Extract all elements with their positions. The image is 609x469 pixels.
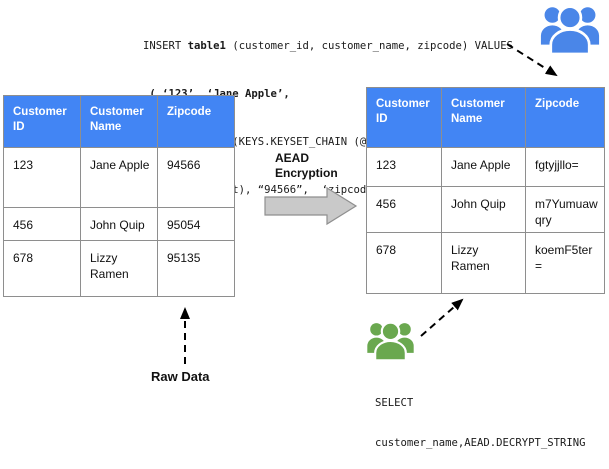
table-row: 456 John Quip m7Yumuawqry — [366, 185, 605, 234]
users-group-blue-icon — [540, 5, 600, 56]
table-cell: Jane Apple — [441, 147, 526, 187]
column-header-zipcode: Zipcode — [157, 95, 235, 148]
code-line: customer_name,AEAD.DECRYPT_STRING — [375, 437, 586, 450]
raw-data-table: Customer ID Customer Name Zipcode 123 Ja… — [3, 95, 235, 297]
column-header-customer-id: Customer ID — [3, 95, 81, 148]
raw-data-label: Raw Data — [151, 369, 210, 384]
table-cell: 94566 — [157, 147, 235, 208]
select-sql-code: SELECT customer_name,AEAD.DECRYPT_STRING… — [375, 371, 585, 469]
code-text: (customer_id, customer_name, zipcode) VA… — [225, 40, 513, 52]
table-cell: Lizzy Ramen — [441, 232, 526, 295]
table-row: 123 Jane Apple 94566 — [3, 147, 235, 208]
table-cell: John Quip — [441, 185, 526, 234]
table-header-row: Customer ID Customer Name Zipcode — [3, 95, 235, 148]
table-row: 678 Lizzy Ramen koemF5ter= — [366, 232, 605, 295]
code-line: SELECT — [375, 397, 414, 410]
table-cell: koemF5ter= — [525, 232, 605, 295]
column-header-customer-name: Customer Name — [80, 95, 158, 148]
code-text: INSERT — [143, 40, 188, 52]
table-cell: John Quip — [80, 207, 158, 241]
code-line: INSERT table1 (customer_id, customer_nam… — [143, 38, 513, 54]
table-cell: 456 — [366, 185, 442, 234]
aead-encryption-label: AEAD Encryption — [275, 151, 338, 180]
table-cell: 95135 — [157, 240, 235, 297]
table-row: 123 Jane Apple fgtyjjllo= — [366, 147, 605, 187]
table-cell: 123 — [3, 147, 81, 208]
table-row: 456 John Quip 95054 — [3, 207, 235, 241]
column-header-zipcode: Zipcode — [525, 87, 605, 148]
column-header-customer-id: Customer ID — [366, 87, 442, 148]
table-cell: 95054 — [157, 207, 235, 241]
table-cell: 123 — [366, 147, 442, 187]
table-cell: Jane Apple — [80, 147, 158, 208]
table-cell: 678 — [3, 240, 81, 297]
table-row: 678 Lizzy Ramen 95135 — [3, 240, 235, 297]
table-cell: Lizzy Ramen — [80, 240, 158, 297]
users-group-green-icon — [367, 321, 414, 362]
column-header-customer-name: Customer Name — [441, 87, 526, 148]
dashed-arrow-select-to-table — [420, 298, 464, 337]
table-cell: 678 — [366, 232, 442, 295]
table-header-row: Customer ID Customer Name Zipcode — [366, 87, 605, 148]
encrypted-data-table: Customer ID Customer Name Zipcode 123 Ja… — [366, 87, 605, 295]
table-cell: 456 — [3, 207, 81, 241]
code-table-name: table1 — [187, 40, 226, 52]
table-cell: m7Yumuawqry — [525, 185, 605, 234]
table-cell: fgtyjjllo= — [525, 147, 605, 187]
